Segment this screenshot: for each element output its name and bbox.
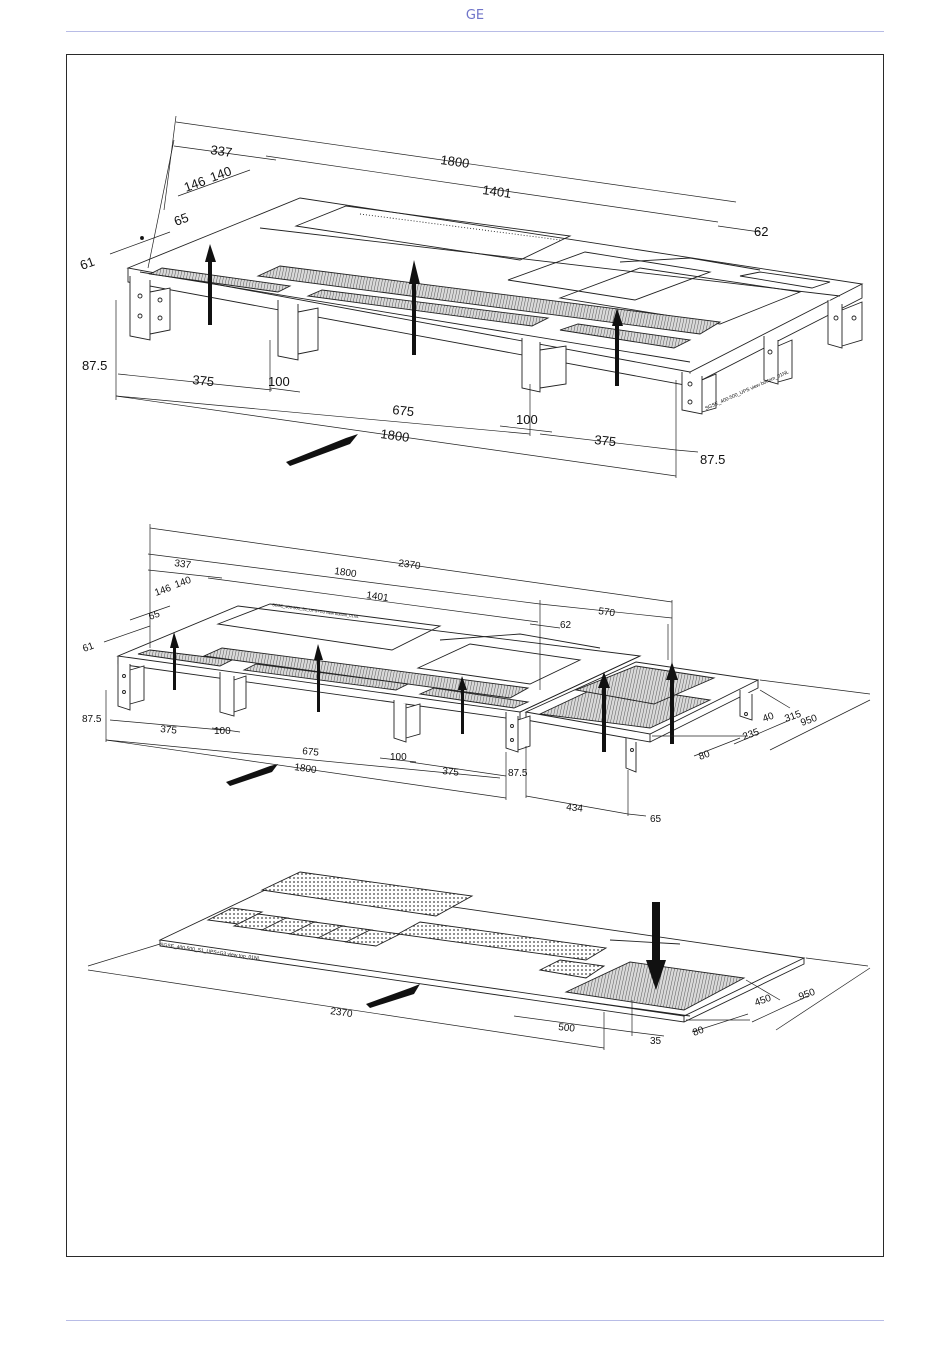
dim-2370-top: 2370	[398, 558, 422, 572]
dim-62: 62	[560, 620, 572, 631]
dim-62: 62	[754, 224, 768, 239]
dim-65-bottom: 65	[650, 814, 662, 825]
dim-80: 80	[697, 749, 712, 763]
drawing-3-top-view-panel	[158, 871, 806, 1023]
drawing-2-frame-with-extension	[116, 603, 760, 773]
dim-375-right: 375	[594, 432, 617, 449]
dim-61: 61	[81, 641, 96, 655]
dim-570: 570	[598, 606, 616, 619]
dim-87-5-right: 87.5	[508, 768, 528, 779]
footer-rule	[66, 1320, 884, 1321]
dim-375-left: 375	[192, 372, 215, 389]
dim-146: 146	[182, 173, 208, 195]
dim-1800-bottom: 1800	[380, 426, 411, 445]
drawing-1-tag: SGSE_400-500_UPS view bottom_01NL	[704, 369, 790, 412]
drawing-2-airflow-arrows	[170, 632, 678, 786]
dim-375-right: 375	[442, 766, 460, 779]
drawing-1-dimension-lines	[109, 115, 761, 478]
dim-100-right: 100	[390, 752, 407, 763]
dim-140: 140	[173, 575, 193, 591]
dim-65-top: 65	[147, 609, 162, 623]
dim-146: 146	[153, 583, 173, 599]
dim-2370: 2370	[330, 1006, 354, 1020]
header-rule	[66, 31, 884, 32]
drawing-2-dimension-lines	[103, 524, 871, 817]
dim-100-right: 100	[516, 412, 538, 427]
dim-500: 500	[558, 1022, 576, 1035]
drawing-3-airflow-arrows	[366, 902, 666, 1008]
dim-1401: 1401	[366, 590, 390, 604]
dim-337: 337	[174, 558, 192, 571]
dim-1800-bottom: 1800	[294, 762, 318, 776]
drawing-1-airflow-arrows	[205, 244, 623, 466]
dim-80: 80	[691, 1025, 706, 1039]
dim-1800-top: 1800	[440, 152, 471, 171]
dim-235: 235	[741, 727, 761, 743]
dim-375-left: 375	[160, 724, 178, 737]
dim-675: 675	[302, 746, 320, 759]
dim-87-5-left: 87.5	[82, 358, 107, 373]
dim-434: 434	[566, 802, 584, 815]
drawing-3-dimension-lines	[87, 943, 871, 1050]
dim-337: 337	[210, 142, 234, 160]
dim-675: 675	[392, 402, 415, 419]
dim-1401: 1401	[482, 182, 513, 201]
dim-100-left: 100	[268, 374, 290, 389]
dim-450: 450	[753, 993, 773, 1009]
dim-950: 950	[799, 713, 819, 729]
dim-950: 950	[797, 987, 817, 1003]
dim-1800-top: 1800	[334, 566, 358, 580]
dim-100-left: 100	[214, 726, 231, 737]
dim-61: 61	[78, 254, 97, 273]
dim-65: 65	[172, 210, 191, 229]
header-brand: GE	[465, 8, 485, 23]
dim-87-5-left: 87.5	[82, 714, 102, 725]
dim-87-5-right: 87.5	[700, 452, 725, 467]
drawing-1-frame-bottom-view	[126, 197, 864, 415]
dim-40: 40	[761, 711, 776, 725]
dim-140: 140	[208, 163, 234, 185]
drawing-frame	[66, 54, 884, 1257]
dim-35: 35	[650, 1036, 662, 1047]
